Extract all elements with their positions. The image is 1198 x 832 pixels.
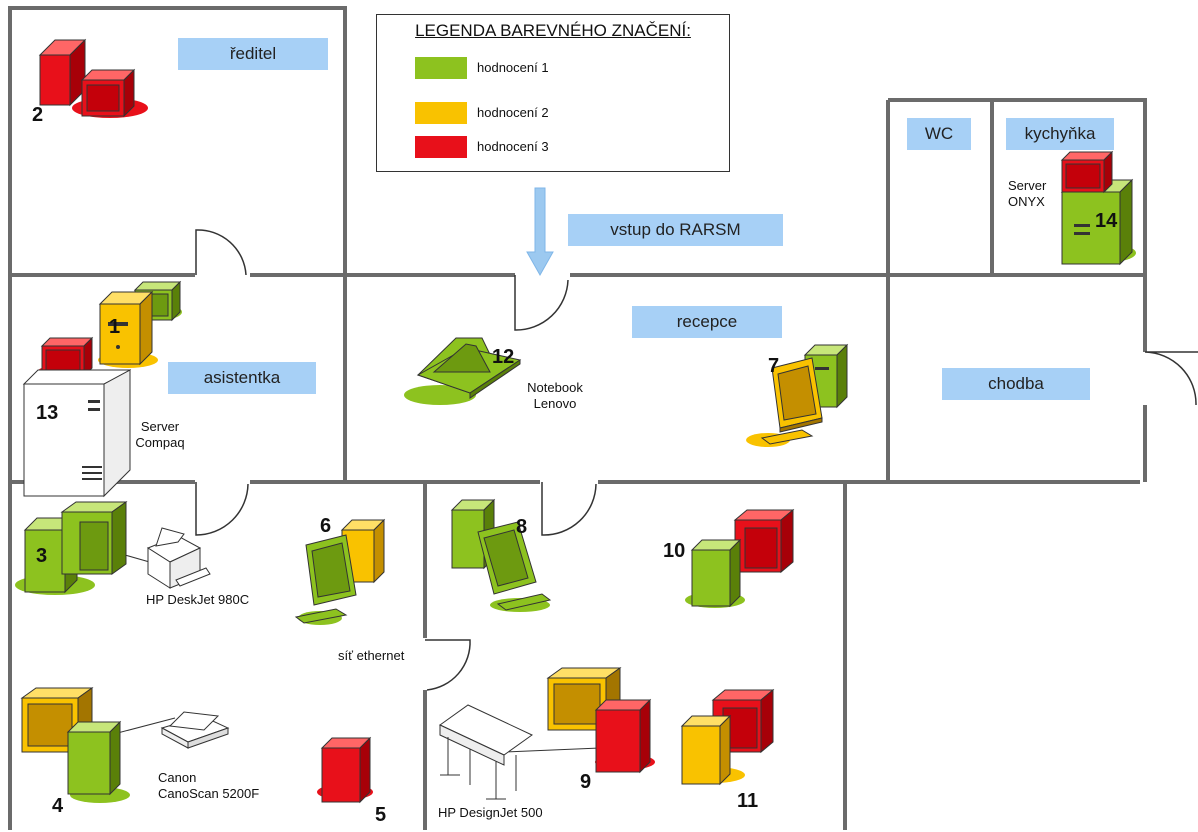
- room-label-kuchynka: kychyňka: [1006, 118, 1114, 150]
- caption-line: ONYX: [1008, 194, 1045, 209]
- caption-line: Canon: [158, 770, 197, 785]
- device-5: [317, 736, 373, 804]
- device-number-2: 2: [32, 104, 44, 126]
- legend-label-3: hodnocení 3: [477, 139, 549, 154]
- device-14: [1060, 150, 1136, 266]
- caption-printer-deskjet: HP DeskJet 980C: [146, 592, 250, 607]
- device-8: [450, 498, 552, 612]
- monitor-icon: [80, 68, 136, 118]
- device-2: [38, 38, 148, 118]
- caption-notebook-lenovo: Notebook Lenovo: [520, 380, 590, 412]
- server-icon: [22, 369, 132, 498]
- device-3: [15, 501, 211, 595]
- legend-swatch-2: [415, 102, 467, 124]
- caption-line: Server: [1008, 178, 1047, 193]
- monitor-icon: [1060, 150, 1114, 194]
- tower-icon: [594, 698, 652, 774]
- device-7: [746, 343, 849, 447]
- legend-title: LEGENDA BAREVNÉHO ZNAČENÍ:: [415, 21, 691, 40]
- room-label-entrance: vstup do RARSM: [568, 214, 783, 246]
- device-13: [22, 336, 132, 498]
- monitor-icon: [733, 508, 795, 574]
- device-number-4: 4: [52, 795, 64, 817]
- device-number-14: 14: [1095, 210, 1118, 232]
- caption-line: Notebook: [527, 380, 583, 395]
- tower-icon: [98, 290, 154, 366]
- device-number-5: 5: [375, 804, 387, 826]
- room-label-reditel: ředitel: [178, 38, 328, 70]
- caption-scanner-canon: Canon CanoScan 5200F: [158, 770, 259, 802]
- caption-plotter-designjet: HP DesignJet 500: [438, 805, 543, 820]
- legend-swatch-3: [415, 136, 467, 158]
- device-number-6: 6: [320, 515, 332, 537]
- monitor-icon: [60, 501, 128, 575]
- legend-swatch-1: [415, 57, 467, 79]
- device-number-8: 8: [516, 516, 528, 538]
- tower-icon: [320, 736, 372, 804]
- scanner-icon: [160, 711, 230, 749]
- caption-line: Server: [140, 419, 180, 434]
- device-number-13: 13: [36, 402, 59, 424]
- monitor-icon: [477, 521, 552, 611]
- legend: LEGENDA BAREVNÉHO ZNAČENÍ: hodnocení 1 h…: [376, 14, 730, 172]
- tower-icon: [450, 498, 496, 570]
- caption-line: Lenovo: [533, 396, 577, 411]
- caption-server-compaq: Server Compaq: [128, 419, 192, 451]
- device-9: [439, 667, 655, 800]
- device-number-7: 7: [768, 355, 780, 377]
- tower-icon: [38, 38, 87, 107]
- plotter-icon: [439, 704, 533, 800]
- entrance-arrow: [526, 187, 554, 277]
- device-11: [680, 688, 775, 786]
- device-number-11: 11: [737, 790, 759, 812]
- device-1: [98, 280, 182, 368]
- monitor-icon: [294, 534, 357, 624]
- tower-icon: [690, 538, 742, 608]
- device-number-10: 10: [663, 540, 686, 562]
- device-number-3: 3: [36, 545, 48, 567]
- device-number-9: 9: [580, 771, 592, 793]
- tower-icon: [680, 714, 732, 786]
- device-10: [685, 508, 795, 608]
- room-label-asistentka: asistentka: [168, 362, 316, 394]
- device-4: [20, 687, 230, 803]
- room-label-recepce: recepce: [632, 306, 782, 338]
- doors: [195, 229, 1198, 691]
- caption-server-onyx: Server ONYX: [1008, 178, 1046, 210]
- tower-icon: [66, 720, 122, 796]
- device-6: [294, 518, 386, 625]
- device-12: [404, 337, 522, 405]
- legend-label-2: hodnocení 2: [477, 105, 549, 120]
- monitor-icon: [760, 357, 823, 445]
- caption-network: síť ethernet: [338, 648, 405, 663]
- caption-line: Compaq: [135, 435, 185, 450]
- room-label-chodba: chodba: [942, 368, 1090, 400]
- room-label-wc: WC: [907, 118, 971, 150]
- device-number-1: 1: [109, 316, 121, 338]
- legend-label-1: hodnocení 1: [477, 60, 549, 75]
- caption-line: CanoScan 5200F: [158, 786, 260, 801]
- device-number-12: 12: [492, 346, 515, 368]
- printer-icon: [146, 527, 211, 589]
